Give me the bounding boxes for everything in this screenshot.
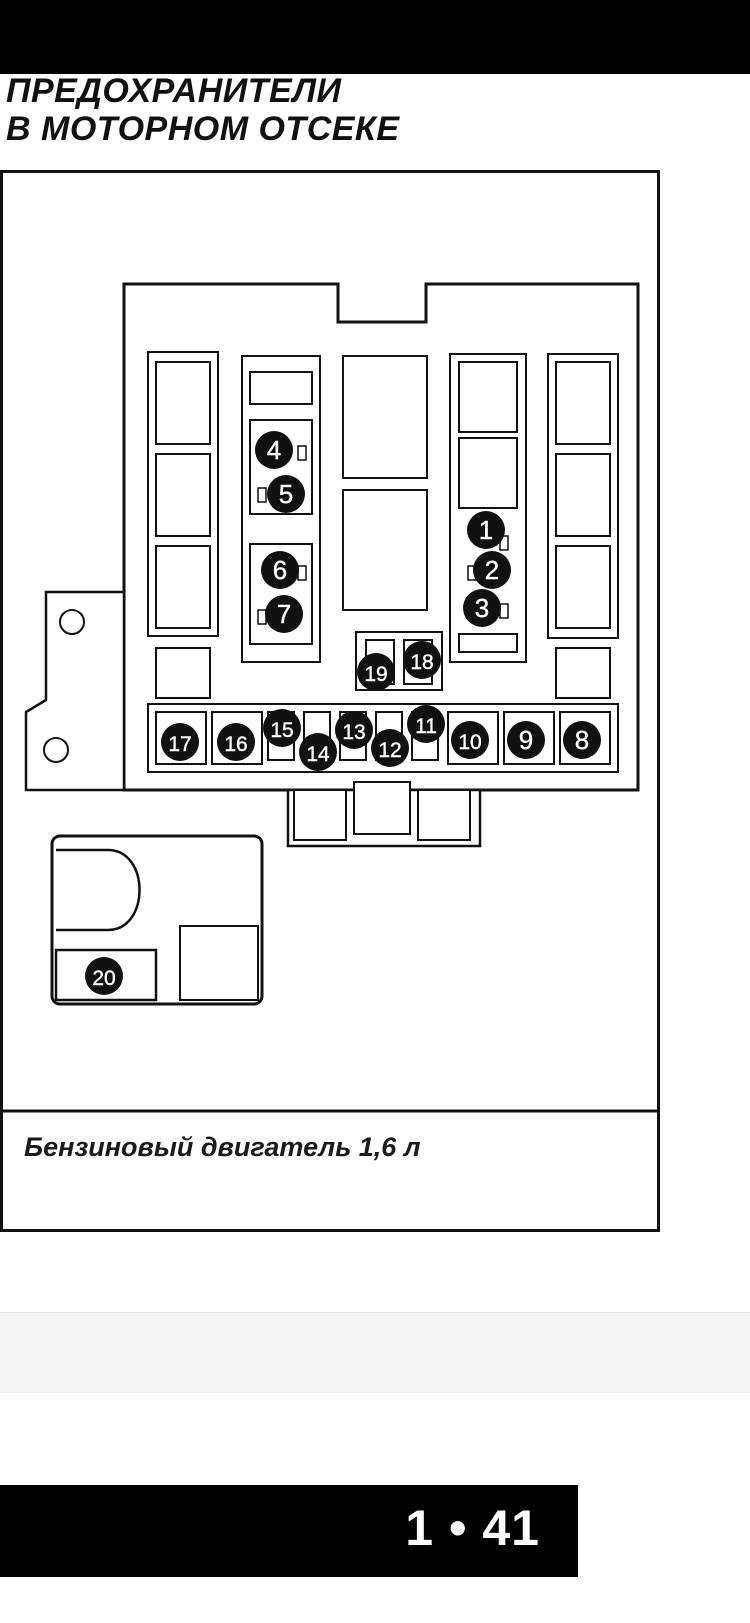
callout-label: 8 [575,725,589,755]
page-title-line1: ПРЕДОХРАНИТЕЛИ [6,72,342,110]
callout-4: 4 [255,431,293,469]
relay-column-left [147,351,219,699]
callout-17: 17 [161,723,199,761]
callout-11: 11 [407,705,445,743]
callout-label: 20 [92,967,115,990]
callout-label: 12 [378,739,401,762]
callout-12: 12 [371,729,409,767]
top-bar [0,0,750,74]
center-relays [342,355,428,611]
callout-label: 2 [485,555,499,585]
page-title: ПРЕДОХРАНИТЕЛИ В МОТОРНОМ ОТСЕКЕ [6,72,400,148]
callout-20: 20 [85,957,123,995]
callout-label: 11 [415,715,437,738]
footer-bar: 1 • 41 [0,1485,578,1577]
callout-7: 7 [265,595,303,633]
callout-label: 4 [267,435,281,465]
callout-label: 5 [279,479,293,509]
callout-label: 6 [273,555,287,585]
callout-19: 19 [357,653,395,691]
callout-14: 14 [299,733,337,771]
callout-label: 14 [306,743,330,766]
callout-label: 17 [168,733,191,756]
callout-1: 1 [467,511,505,549]
callout-9: 9 [507,721,545,759]
diagram-caption: Бензиновый двигатель 1,6 л [24,1132,421,1162]
callout-5: 5 [267,475,305,513]
callout-label: 9 [519,725,533,755]
auxiliary-fuse-box [50,834,264,1006]
callout-3: 3 [463,589,501,627]
callout-label: 19 [364,663,387,686]
page-number: 1 • 41 [405,1500,540,1556]
callout-8: 8 [563,721,601,759]
callout-label: 7 [277,599,291,629]
callout-16: 16 [217,723,255,761]
callout-18: 18 [403,641,441,679]
callout-2: 2 [473,551,511,589]
relay-column-right [547,353,619,699]
mount-hole-top [59,609,85,635]
callout-6: 6 [261,551,299,589]
callout-label: 13 [342,721,365,744]
callout-label: 16 [224,733,247,756]
callout-label: 15 [270,719,293,742]
separator-band [0,1312,750,1393]
callout-13: 13 [335,711,373,749]
callout-label: 18 [410,651,433,674]
connector-tabs [286,781,482,848]
callout-label: 3 [475,593,489,623]
callout-label: 10 [458,731,481,754]
page-title-line2: В МОТОРНОМ ОТСЕКЕ [6,110,400,148]
callout-10: 10 [451,721,489,759]
mount-hole-bottom [43,737,69,763]
callout-15: 15 [263,709,301,747]
callout-label: 1 [479,515,493,545]
